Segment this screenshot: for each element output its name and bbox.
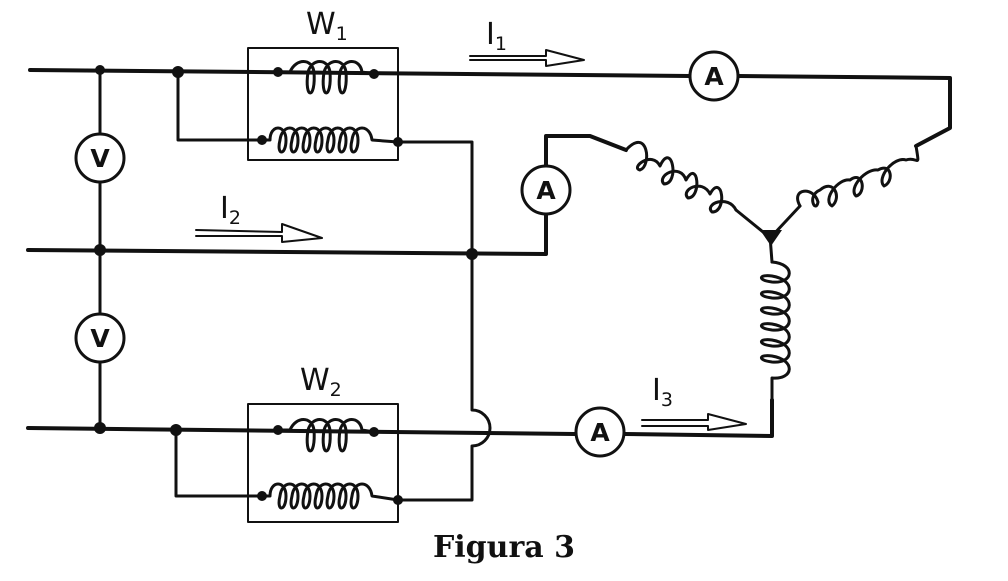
junction-dot (94, 244, 106, 256)
junction-dot (393, 495, 403, 505)
wattmeter-2-box (247, 403, 399, 523)
junction-dot (172, 66, 184, 78)
line-1-wire (28, 68, 692, 78)
voltmeter-2-circle (74, 312, 126, 364)
current-arrow-3 (641, 413, 747, 431)
ammeter-2-circle (520, 164, 572, 216)
line-1-to-load-wire (736, 74, 952, 148)
junction-dot (369, 69, 379, 79)
ammeter-3-circle (574, 406, 626, 458)
line-3-wire (26, 426, 577, 436)
ammeter-1-circle (688, 50, 740, 102)
junction-dot (369, 427, 379, 437)
junction-dot (95, 65, 105, 75)
ammeter-1-label: A (704, 62, 724, 91)
line-2-to-w2-voltage (396, 252, 492, 502)
junction-dot (257, 135, 267, 145)
current-2-label: I2 (220, 191, 241, 229)
current-arrow-1 (469, 49, 585, 67)
voltmeter-2-label: V (90, 324, 110, 353)
load-coil-3 (760, 260, 791, 402)
voltmeter-1-label: V (90, 144, 110, 173)
line-2-wire (26, 212, 548, 256)
w2-voltage-coil (260, 482, 400, 510)
ammeter-3-label: A (590, 418, 610, 447)
figure-caption: Figura 3 (432, 530, 576, 565)
w1-voltage-coil (260, 126, 400, 154)
current-3-label: I3 (652, 373, 673, 411)
w1-voltage-return (396, 140, 474, 254)
wattmeter-2-label: W2 (300, 363, 342, 401)
star-point (760, 230, 782, 246)
junction-dot (273, 425, 283, 435)
wattmeter-1-box (247, 47, 399, 161)
line-3-to-load-wire (623, 398, 774, 438)
current-arrow-2 (195, 223, 323, 243)
junction-dot (257, 491, 267, 501)
junction-dot (466, 248, 478, 260)
w1-current-coil (276, 60, 376, 95)
junction-dot (273, 67, 283, 77)
junction-dot (393, 137, 403, 147)
w1-voltage-branch (176, 70, 264, 142)
junction-dot (94, 422, 106, 434)
ammeter-2-label: A (536, 176, 556, 205)
wattmeter-1-label: W1 (306, 7, 348, 45)
current-1-label: I1 (486, 17, 507, 55)
w2-voltage-branch (174, 428, 264, 498)
line-2-to-load-wire (544, 134, 628, 168)
voltmeter-1-circle (74, 132, 126, 184)
load-coil-2 (796, 144, 920, 208)
junction-dot (170, 424, 182, 436)
load-coil-1 (624, 140, 738, 214)
w2-current-coil (276, 418, 376, 453)
